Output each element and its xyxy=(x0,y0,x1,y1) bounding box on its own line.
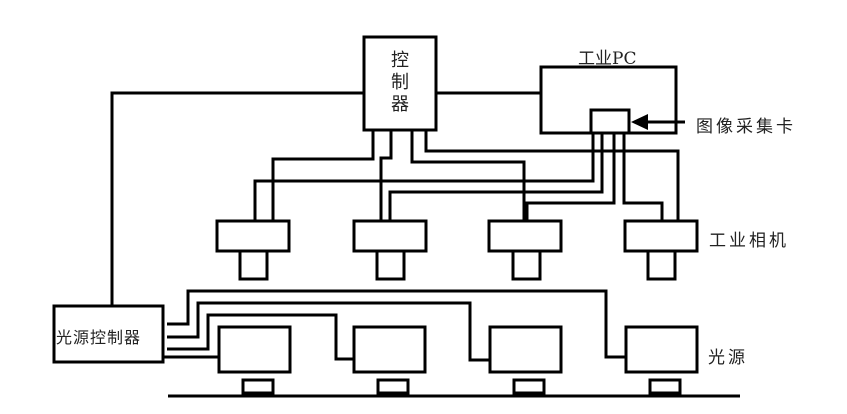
industrial-camera-label: 工业相机 xyxy=(709,231,789,251)
data-line-camera-4 xyxy=(622,133,664,220)
trigger-line-camera-3 xyxy=(410,130,526,220)
light-source-4 xyxy=(624,325,699,374)
controller-box xyxy=(362,35,438,132)
arrow-head-icon xyxy=(631,114,648,130)
controller-light-controller-link xyxy=(110,91,364,305)
light-line-2 xyxy=(167,313,354,361)
data-line-camera-1 xyxy=(253,133,595,220)
camera-3 xyxy=(487,219,563,281)
trigger-line-camera-4 xyxy=(424,130,680,220)
controller-label: 控制器 xyxy=(391,50,409,115)
light-controller-box xyxy=(52,304,165,364)
workpiece-1 xyxy=(241,378,275,395)
camera-4 xyxy=(623,219,699,281)
light-source-1 xyxy=(217,325,292,374)
light-line-3 xyxy=(167,301,489,362)
data-line-camera-3 xyxy=(525,133,616,220)
light-source-3 xyxy=(488,325,563,374)
industrial-pc-label: 工业PC xyxy=(578,49,637,69)
workpiece-2 xyxy=(376,378,410,395)
camera-1 xyxy=(215,219,291,281)
camera-2 xyxy=(352,219,428,281)
light-controller-label: 光源控制器 xyxy=(56,328,142,347)
frame-grabber-label: 图像采集卡 xyxy=(696,117,796,137)
light-source-label: 光源 xyxy=(708,348,748,368)
light-line-4 xyxy=(167,289,625,359)
trigger-line-camera-1 xyxy=(271,130,375,220)
frame-grabber-box xyxy=(589,108,631,135)
light-source-2 xyxy=(352,325,427,374)
trigger-line-camera-2 xyxy=(379,130,393,220)
workpiece-3 xyxy=(512,378,546,395)
workpiece-4 xyxy=(648,378,682,395)
data-line-camera-2 xyxy=(388,133,604,220)
